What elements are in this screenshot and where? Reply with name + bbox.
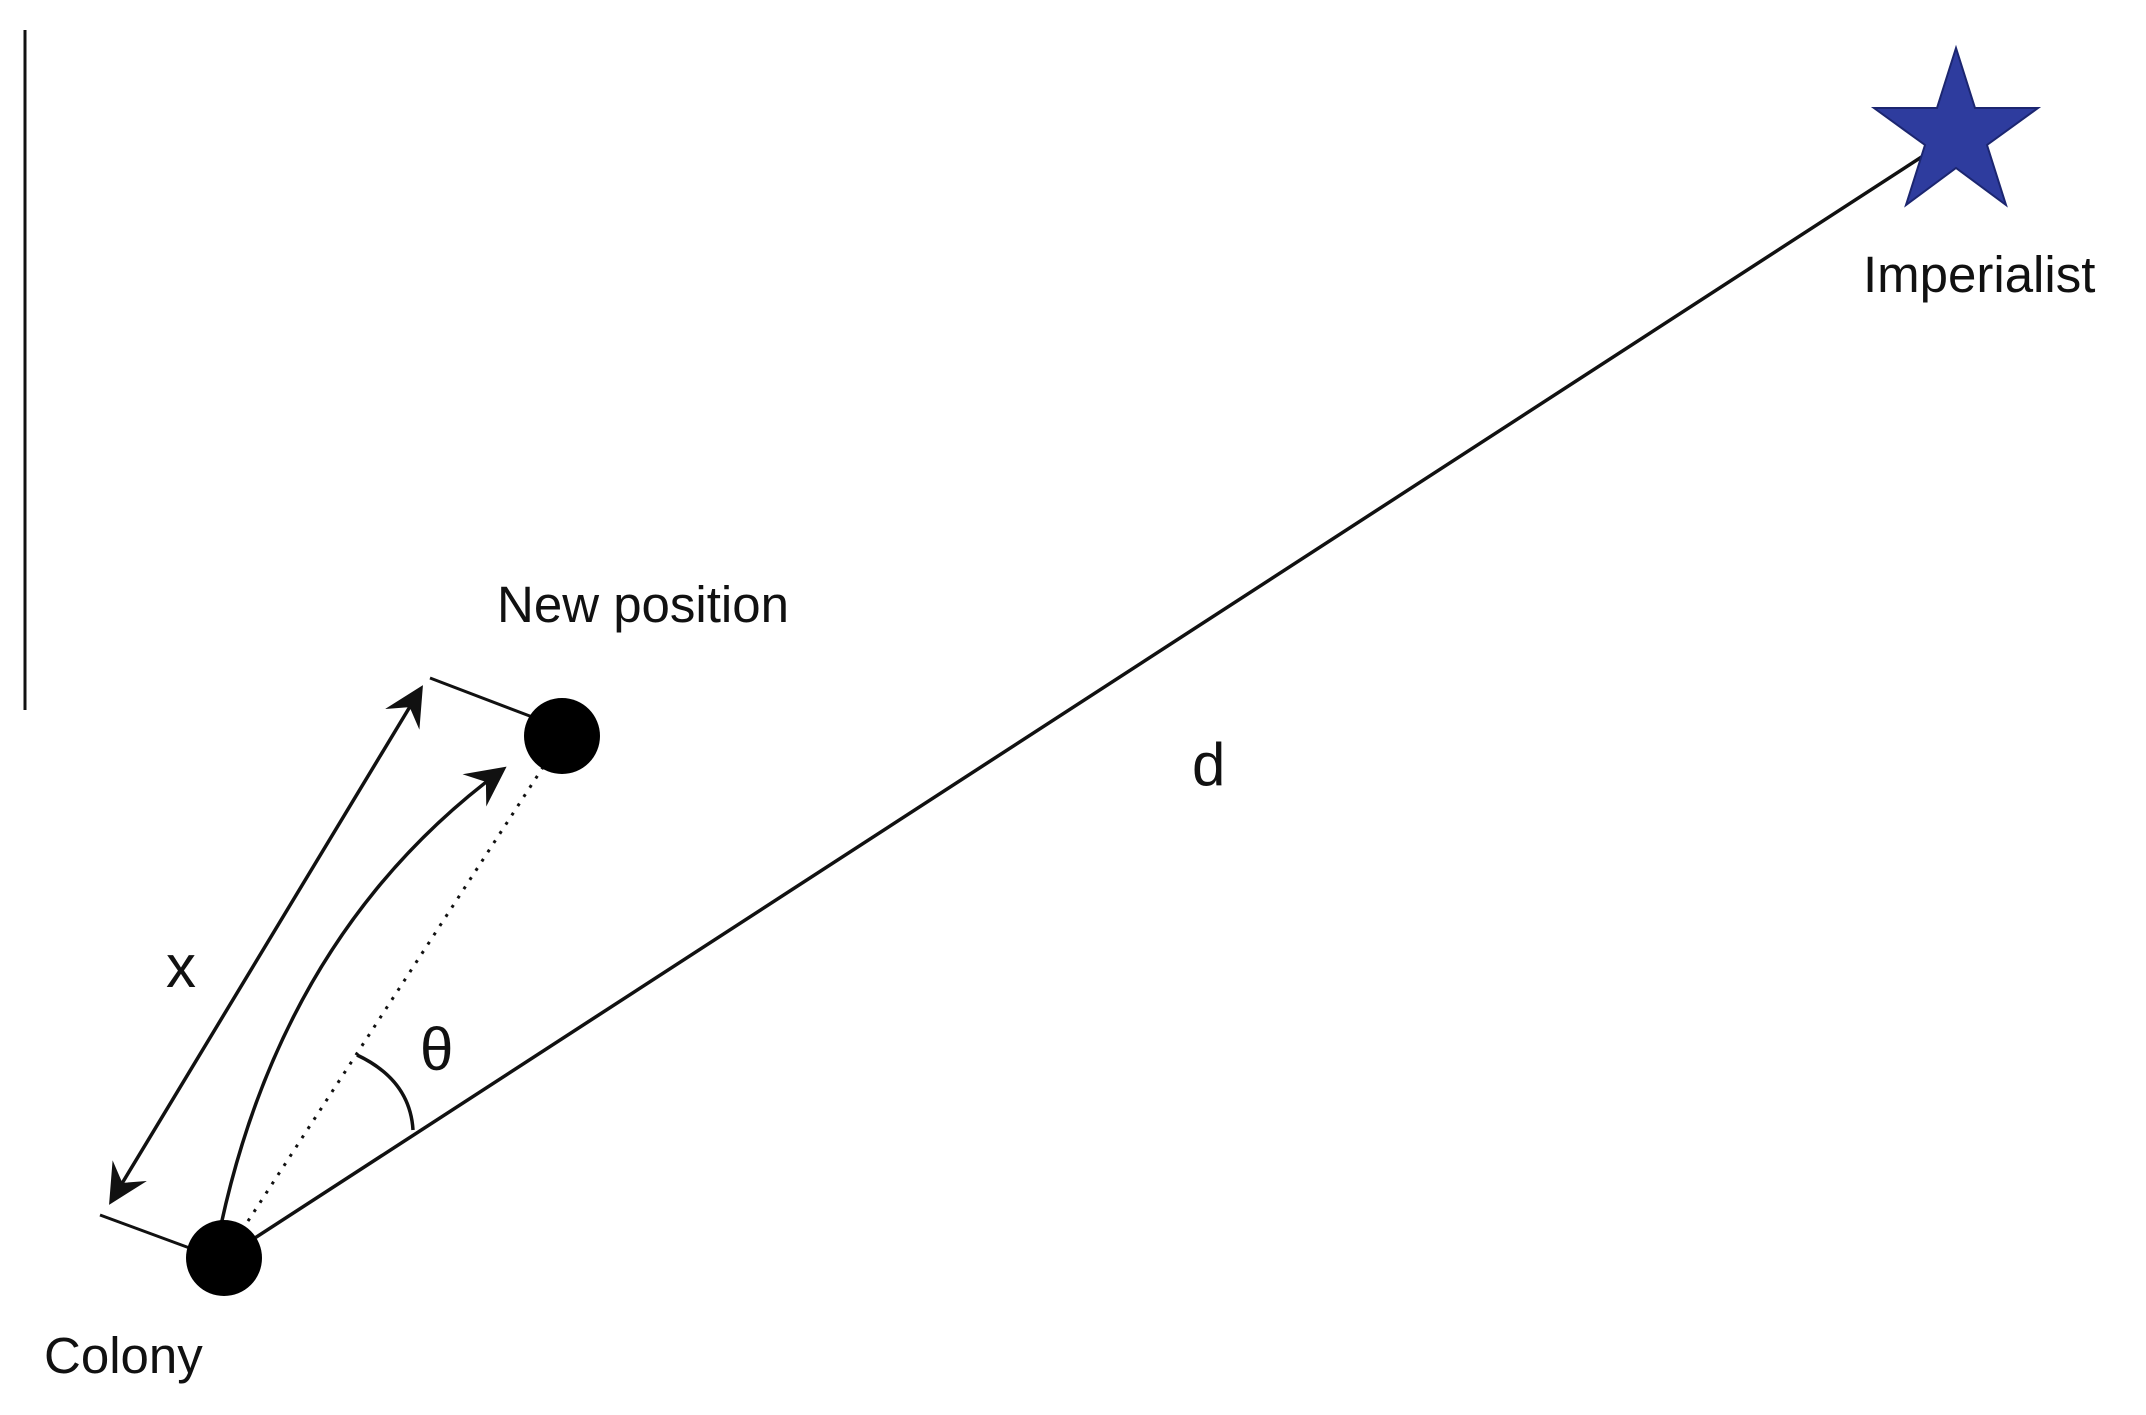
x-extension-bottom: [99, 1213, 196, 1252]
x-dimension-arrow: [109, 685, 423, 1205]
distance-line: [223, 143, 1941, 1260]
angle-arc: [356, 1053, 415, 1131]
dotted-move-line: [222, 737, 564, 1259]
angle-label: θ: [420, 1016, 453, 1083]
x-extension-top: [429, 676, 536, 720]
colony-point: [186, 1220, 262, 1296]
movement-arrow: [219, 766, 507, 1226]
new-position-label: New position: [497, 576, 789, 633]
star-icon: [1870, 44, 2042, 208]
step-label: x: [166, 933, 196, 1000]
distance-label: d: [1192, 731, 1225, 798]
new-position-point: [524, 698, 600, 774]
colony-label: Colony: [44, 1327, 203, 1384]
imperialist-label: Imperialist: [1863, 246, 2095, 303]
